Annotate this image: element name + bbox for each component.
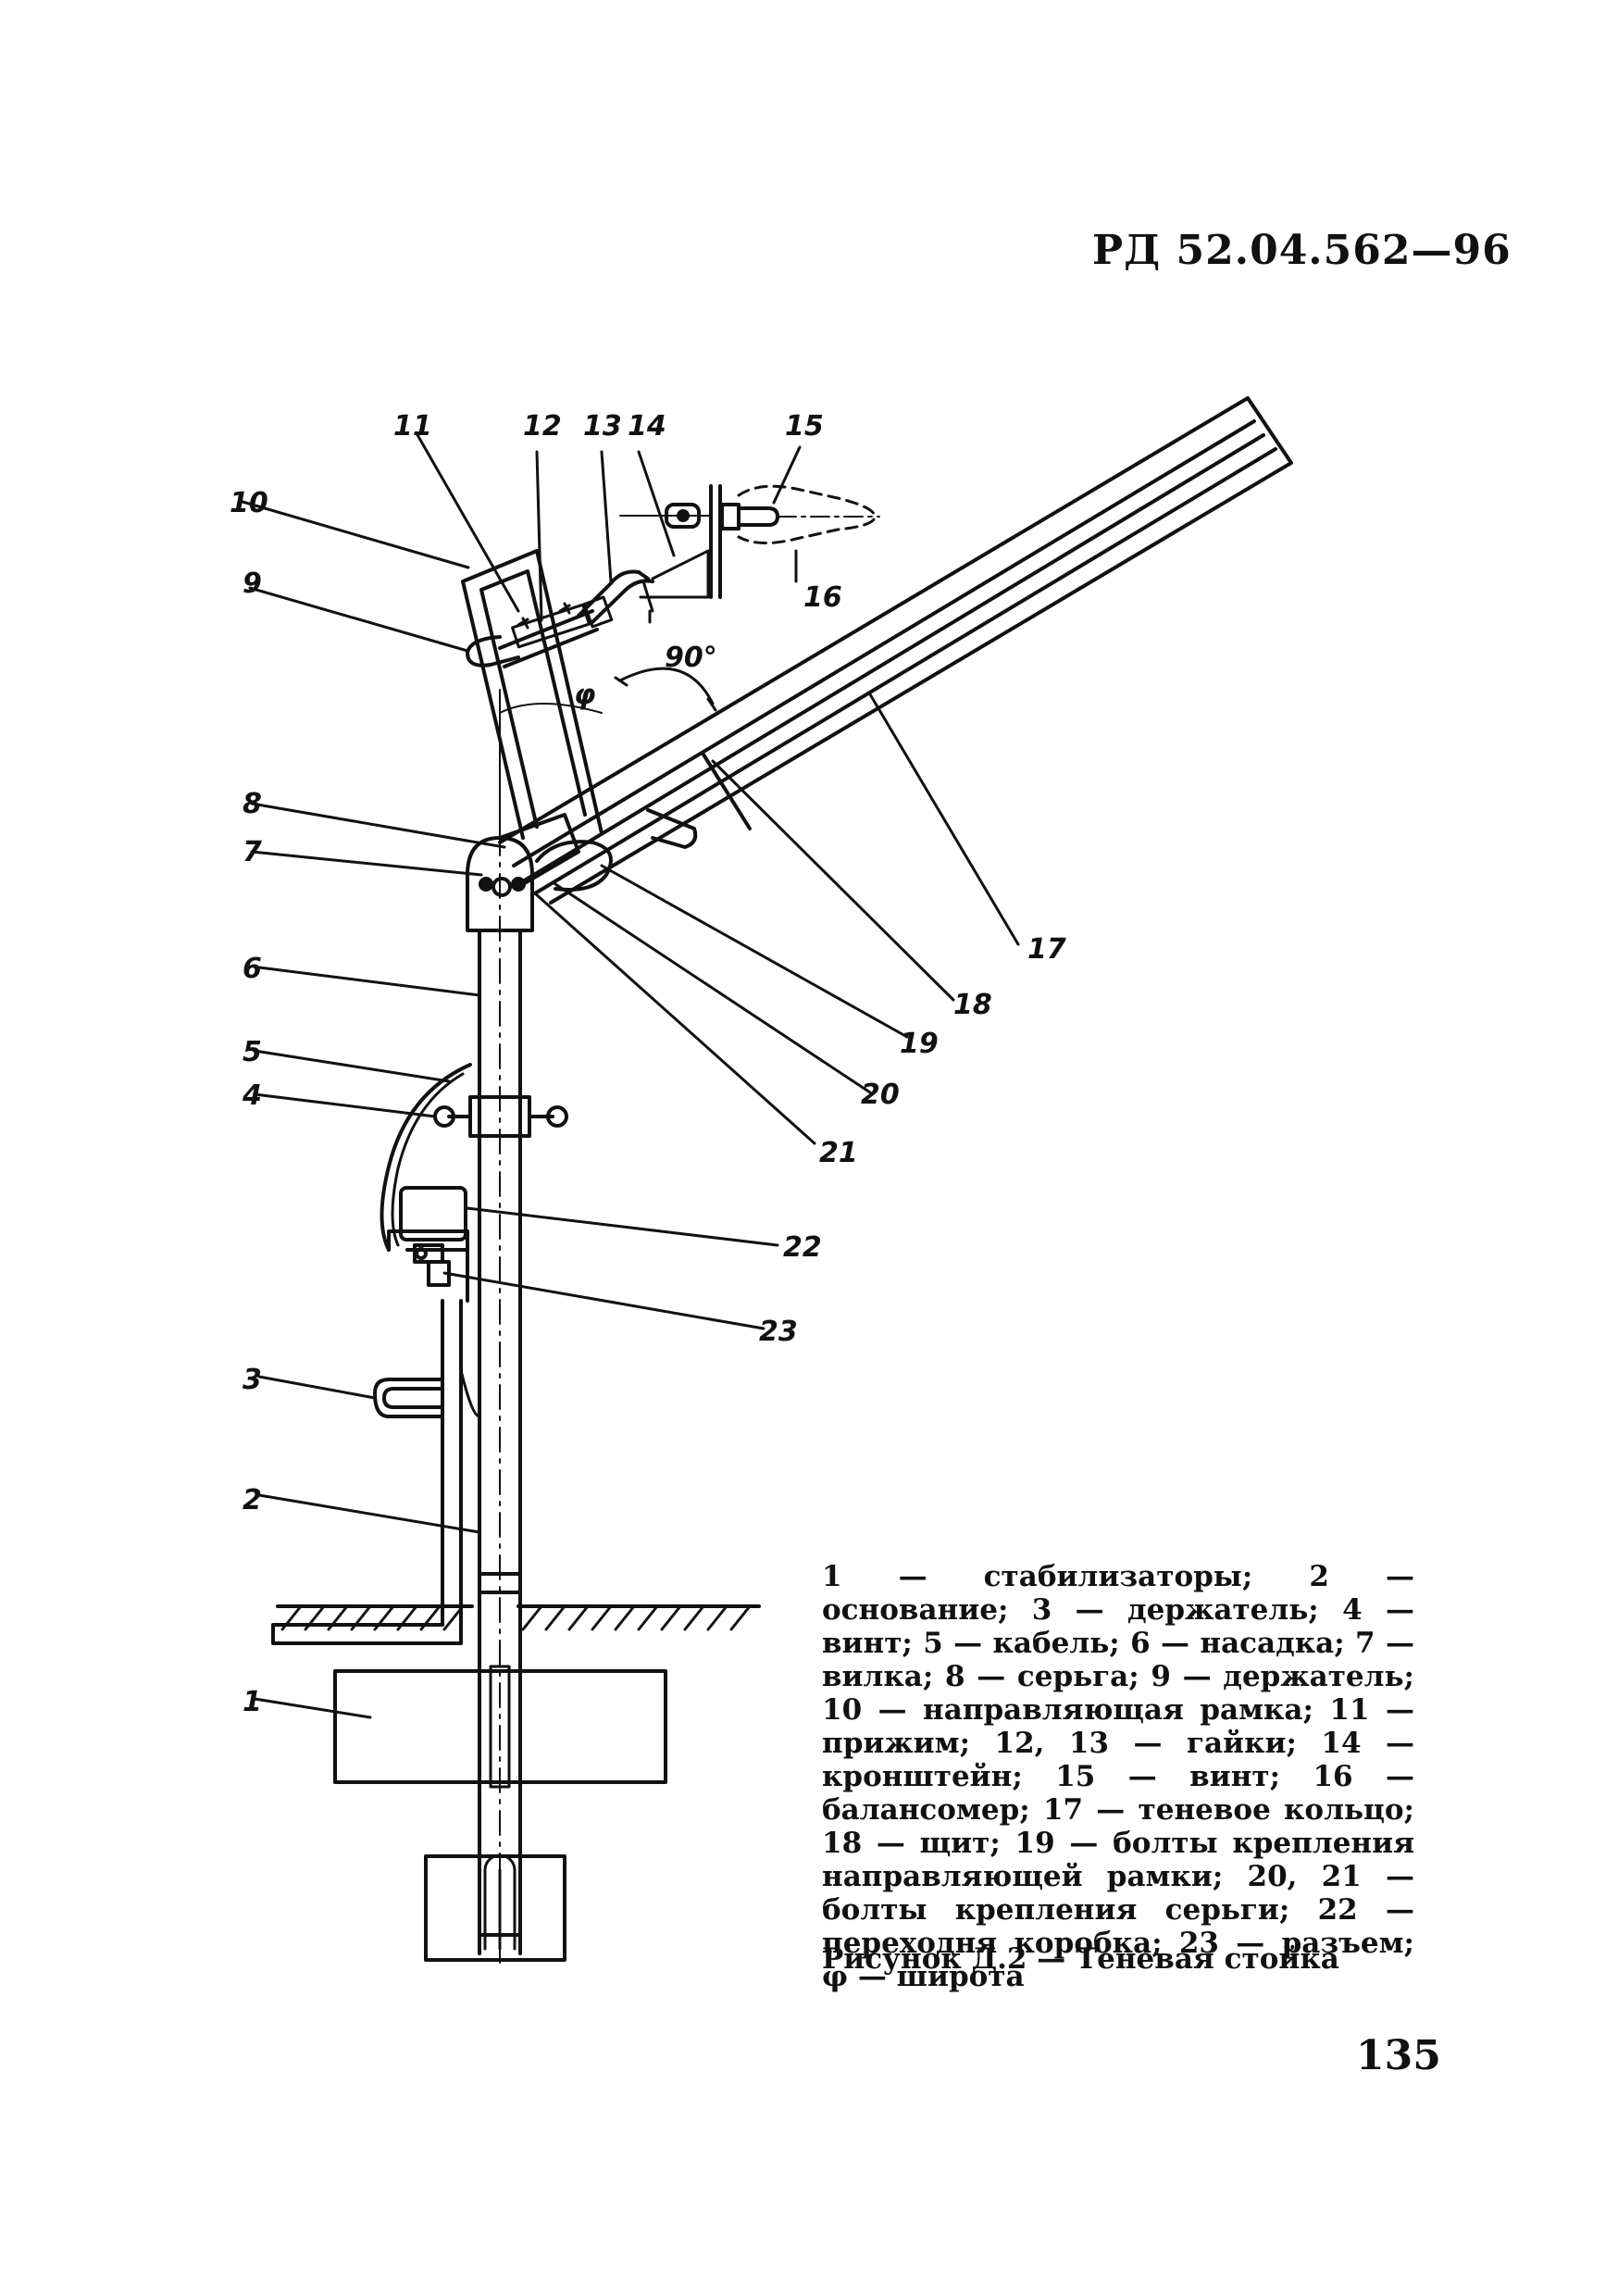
shadow-ring [498,396,1293,905]
balancer [737,484,877,545]
label-14: 14 [628,410,666,443]
stabilizer-foot [271,1299,463,1645]
ground-line [276,1604,761,1631]
label-5: 5 [243,1036,262,1068]
label-2: 2 [243,1484,262,1516]
vertical-tube [478,929,522,1955]
label-12: 12 [523,410,562,443]
label-19: 19 [900,1028,939,1060]
label-3: 3 [243,1364,262,1396]
label-10: 10 [230,487,268,519]
label-1: 1 [243,1686,262,1718]
label-9: 9 [243,568,262,600]
figure-caption: Рисунок Д.2 — Теневая стойка [822,1942,1339,1976]
label-20: 20 [861,1079,900,1111]
label-17: 17 [1027,933,1066,966]
page-number: 135 [1356,2032,1441,2079]
label-16: 16 [803,581,842,614]
holder-3 [373,1378,444,1418]
label-6: 6 [243,953,262,985]
phi-arc [499,703,603,714]
bracket-arm [577,569,650,618]
leader-lines [241,431,1020,1719]
screw-15 [720,503,779,530]
phi-label: φ [574,679,595,711]
angle-90-label: 90° [665,642,717,674]
label-18: 18 [953,989,992,1021]
label-7: 7 [243,836,262,868]
label-8: 8 [243,788,262,820]
screen-18 [535,808,698,892]
lower-block [424,1854,566,1962]
label-22: 22 [783,1231,822,1264]
document-code: РД 52.04.562—96 [1092,227,1512,274]
junction-box [387,1186,469,1264]
cable [380,1063,472,1252]
label-4: 4 [242,1079,262,1112]
right-angle-arc [618,667,715,705]
clamp-screw [433,1095,568,1138]
label-23: 23 [759,1316,798,1348]
earring-link [498,813,580,886]
legend-text: 1 — стабилизаторы; 2 — основание; 3 — де… [822,1560,1414,1993]
label-11: 11 [393,410,432,443]
holder-9 [466,635,520,668]
label-15: 15 [785,410,824,443]
label-13: 13 [583,410,622,443]
legend: 1 — стабилизаторы; 2 — основание; 3 — де… [822,1560,1414,1993]
label-21: 21 [819,1137,858,1169]
